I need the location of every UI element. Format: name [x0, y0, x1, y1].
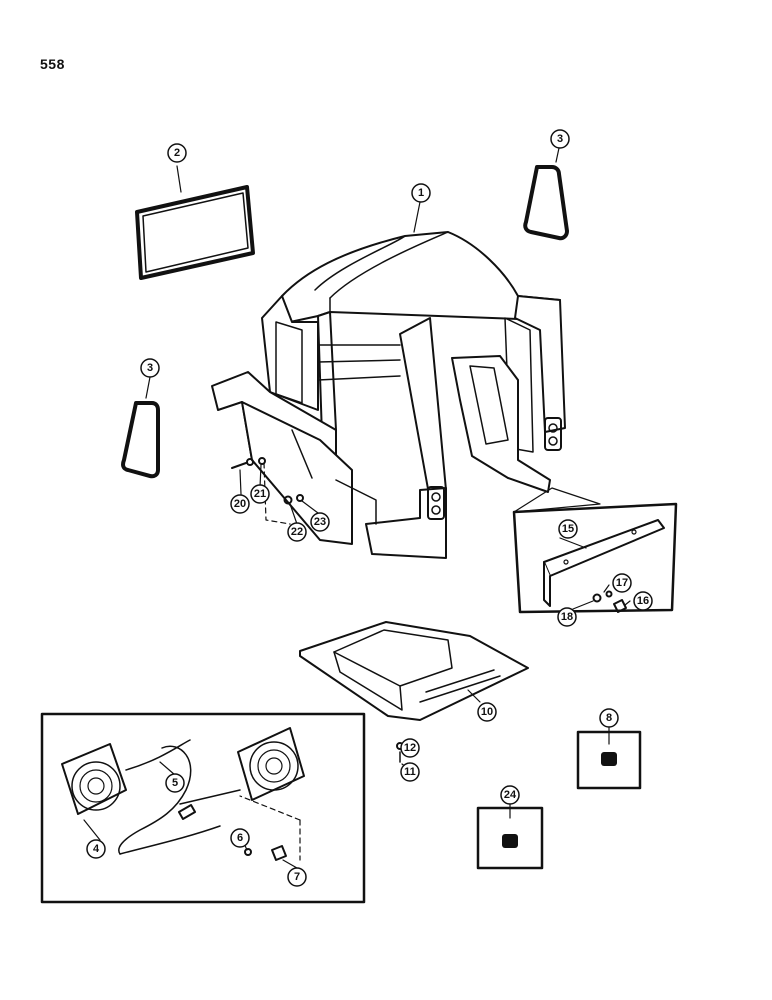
callout-5: 5 — [172, 777, 178, 789]
callout-11: 11 — [404, 766, 416, 778]
knob-8 — [601, 752, 617, 766]
callout-8: 8 — [606, 712, 612, 724]
callout-1: 1 — [418, 187, 424, 199]
callout-10: 10 — [481, 706, 493, 718]
lamp-kit-box — [40, 712, 366, 904]
callout-18: 18 — [561, 611, 573, 623]
callout-6: 6 — [237, 832, 243, 844]
page-number: 558 — [40, 56, 65, 72]
rear-window-seal — [135, 165, 255, 280]
callout-12: 12 — [404, 742, 416, 754]
callout-16: 16 — [637, 595, 649, 607]
callout-2: 2 — [174, 147, 180, 159]
cab-fasteners — [231, 457, 319, 525]
callout-7: 7 — [294, 871, 300, 883]
item-8-box — [576, 726, 642, 790]
quarter-glass-right — [523, 147, 569, 241]
knob-24 — [502, 834, 518, 848]
callout-3-upper: 3 — [557, 133, 563, 145]
callout-22: 22 — [291, 526, 303, 538]
quarter-glass-left — [121, 376, 160, 479]
callout-3-left: 3 — [147, 362, 153, 374]
callout-17: 17 — [616, 577, 628, 589]
callout-20: 20 — [234, 498, 246, 510]
callout-23: 23 — [314, 516, 326, 528]
cab-frame — [211, 201, 566, 559]
item-24-box — [476, 802, 544, 870]
callout-4: 4 — [93, 843, 100, 855]
callout-24: 24 — [504, 789, 517, 801]
trim-strip-panel — [512, 487, 678, 614]
callout-21: 21 — [254, 488, 266, 500]
callout-15: 15 — [562, 523, 574, 535]
